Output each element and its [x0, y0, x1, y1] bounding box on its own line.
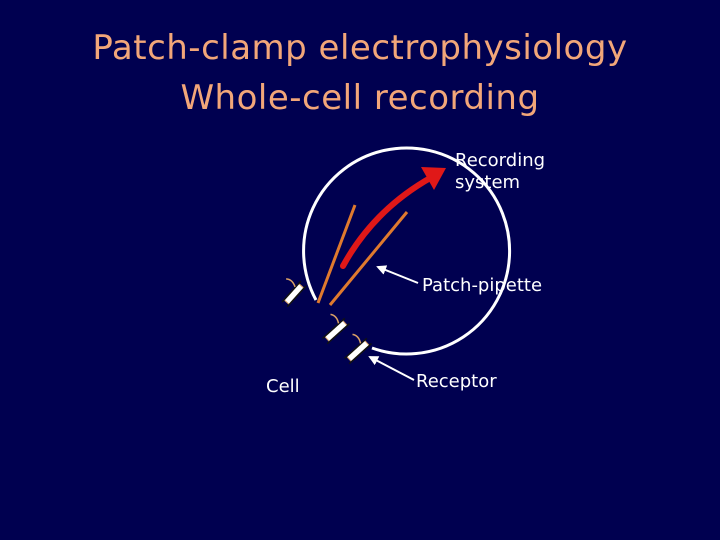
recording-system-label-line-2: system	[455, 172, 521, 193]
recording-system-label: Recording system	[455, 150, 575, 194]
receptor-label: Receptor	[416, 371, 497, 392]
cell-label: Cell	[266, 376, 300, 397]
pipette-wall-left	[316, 204, 357, 304]
recording-system-label-line-1: Recording	[455, 150, 546, 171]
cell-membrane	[302, 146, 512, 356]
pipette-pointer-arrow	[376, 265, 419, 284]
slide-title-line-2: Whole-cell recording	[180, 78, 540, 118]
slide-title-line-1: Patch-clamp electrophysiology	[92, 28, 628, 68]
receptor-icon	[344, 333, 372, 365]
pipette-wall-right	[328, 211, 409, 306]
receptor-icon	[322, 313, 350, 345]
receptor-icon	[281, 278, 307, 308]
recording-arrow-head	[421, 167, 446, 190]
recording-arrow	[340, 174, 435, 269]
receptor-pointer-arrow	[368, 356, 415, 381]
patch-pipette-label: Patch-pipette	[422, 275, 543, 296]
